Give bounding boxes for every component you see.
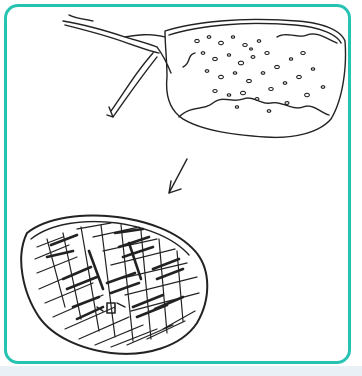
sketch-canvas: [7, 7, 351, 364]
crumpled-lens-icon: [21, 216, 207, 354]
bottom-band: [0, 366, 362, 376]
broken-glasses-icon: [63, 15, 345, 137]
down-left-arrow-icon: [169, 159, 187, 193]
sketch-frame: [4, 4, 351, 364]
